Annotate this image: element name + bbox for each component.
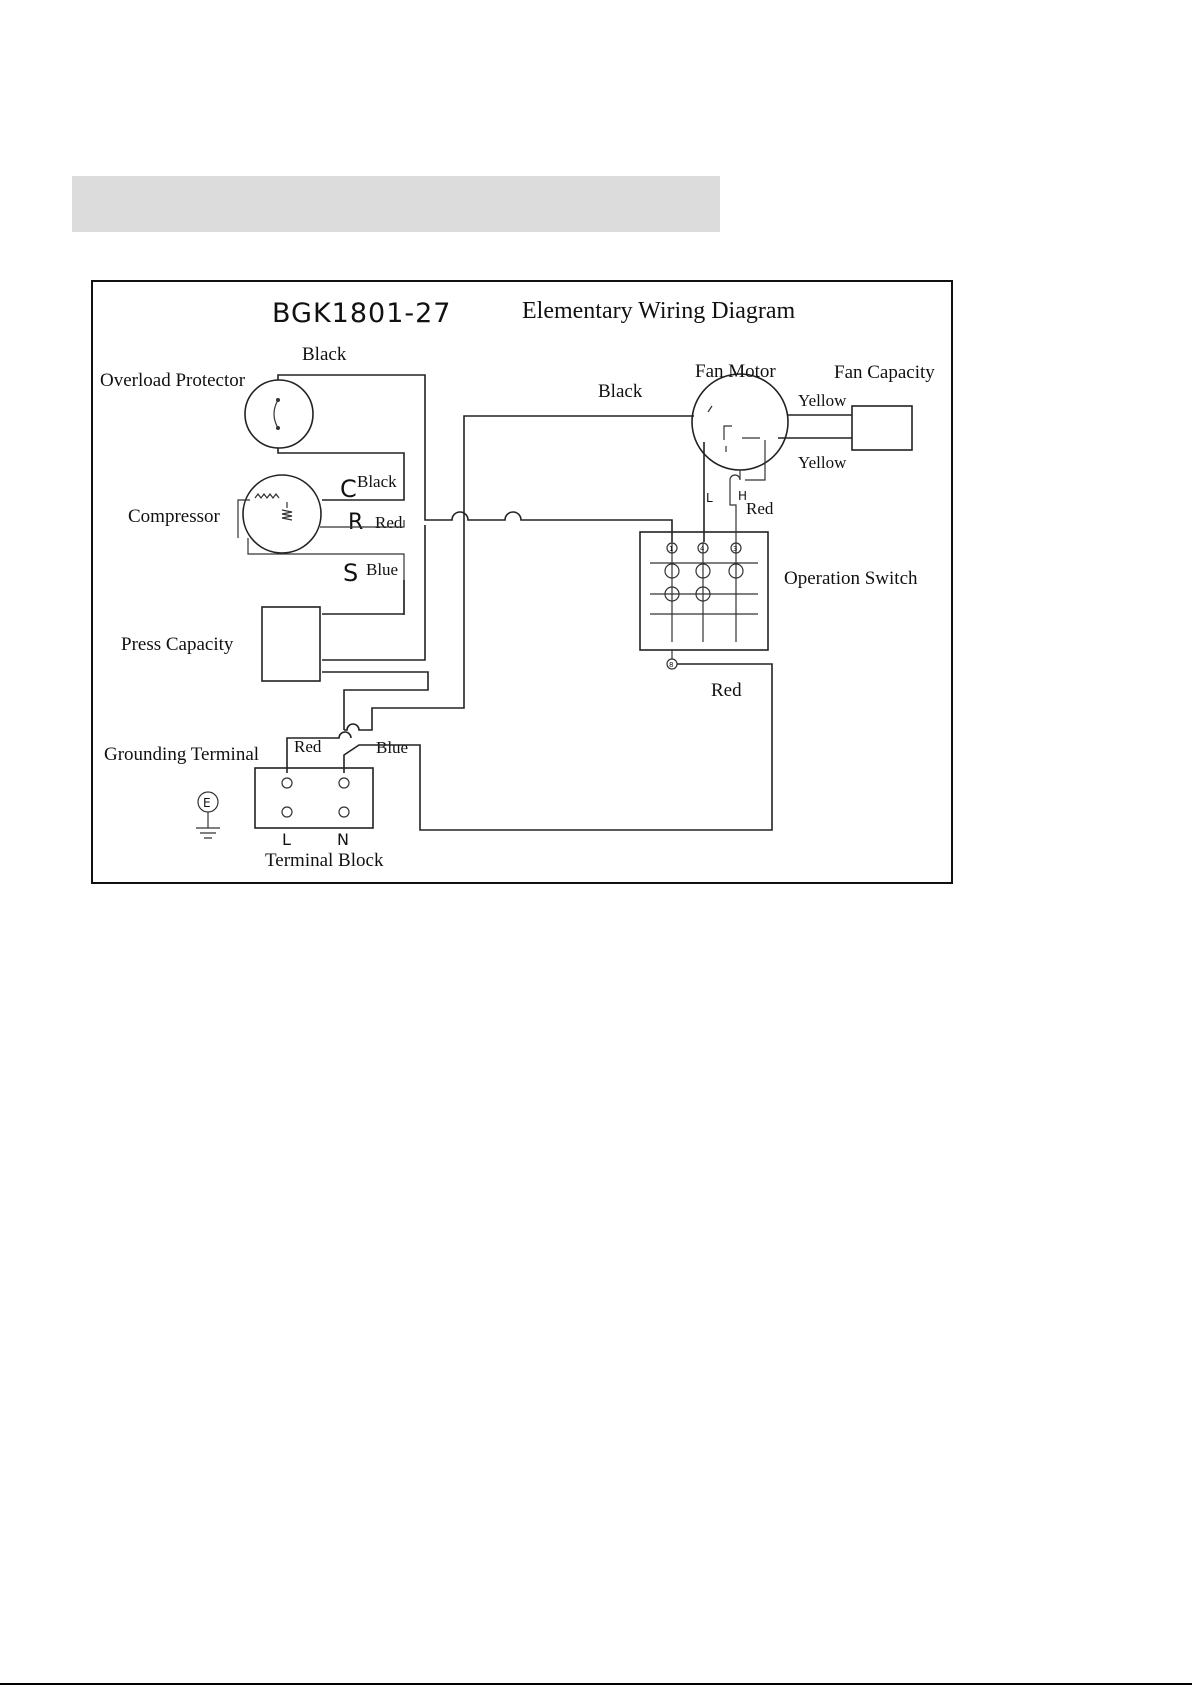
operation-switch-label: Operation Switch bbox=[784, 568, 918, 589]
fan-pin-l-label: L bbox=[706, 491, 713, 505]
switch-pin-1-label: 1 bbox=[669, 545, 673, 553]
pin-s-label: S bbox=[343, 559, 358, 587]
wiring-lines bbox=[248, 375, 852, 830]
wire-terminal-red-label: Red bbox=[294, 737, 322, 756]
wire-c-black-label: Black bbox=[357, 472, 397, 491]
wire-black-top-label: Black bbox=[302, 344, 347, 365]
fan-capacitor-symbol bbox=[852, 406, 912, 450]
compressor-label: Compressor bbox=[128, 506, 221, 527]
terminal-block-symbol bbox=[255, 768, 373, 828]
wire-s-blue-label: Blue bbox=[366, 560, 398, 579]
wire-yellow-upper-label: Yellow bbox=[798, 391, 847, 410]
diagram-model: BGK1801-27 bbox=[272, 298, 452, 329]
block-n-label: N bbox=[337, 830, 349, 849]
wire-black-fan-label: Black bbox=[598, 381, 643, 402]
pin-r-label: R bbox=[348, 510, 363, 535]
switch-pin-bottom-label: 8 bbox=[669, 661, 673, 669]
diagram-title: Elementary Wiring Diagram bbox=[522, 298, 795, 324]
fan-capacity-label: Fan Capacity bbox=[834, 362, 935, 383]
press-capacitor-symbol bbox=[262, 607, 320, 681]
block-l-label: L bbox=[282, 830, 291, 849]
compressor-symbol bbox=[238, 475, 321, 553]
ground-pin-label: E bbox=[203, 796, 211, 810]
terminal-block-label: Terminal Block bbox=[265, 850, 384, 871]
overload-protector-symbol bbox=[245, 380, 313, 448]
switch-pin-4-label: 4 bbox=[700, 545, 705, 553]
wire-fan-h-red-label: Red bbox=[746, 499, 774, 518]
grounding-terminal-label: Grounding Terminal bbox=[104, 744, 259, 765]
fan-motor-symbol bbox=[692, 374, 788, 470]
pin-c-label: C bbox=[340, 475, 357, 503]
switch-pin-3-label: 3 bbox=[733, 545, 737, 553]
wire-r-red-label: Red bbox=[375, 513, 403, 532]
wire-yellow-lower-label: Yellow bbox=[798, 453, 847, 472]
fan-motor-label: Fan Motor bbox=[695, 361, 776, 382]
press-capacity-label: Press Capacity bbox=[121, 634, 234, 655]
overload-protector-label: Overload Protector bbox=[100, 370, 246, 391]
wire-terminal-blue-label: Blue bbox=[376, 738, 408, 757]
wire-switch-red-label: Red bbox=[711, 680, 742, 701]
